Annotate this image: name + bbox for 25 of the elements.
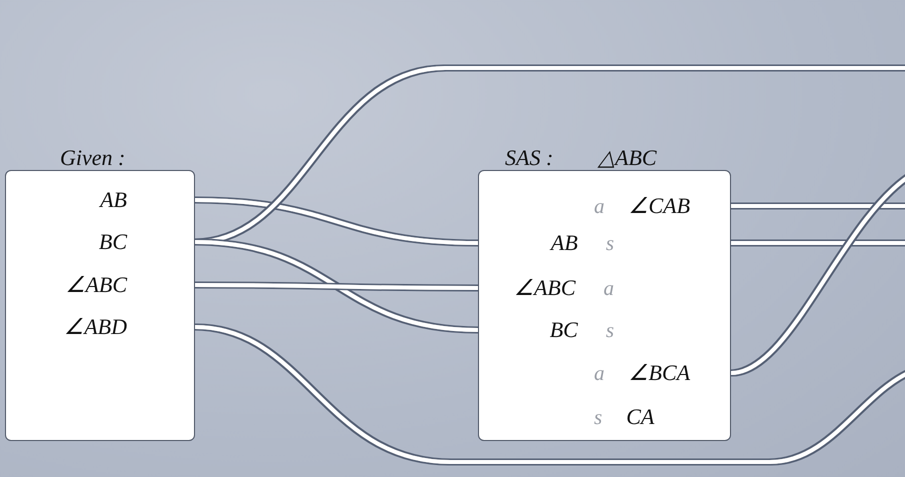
property-letter: a — [604, 275, 614, 301]
connector-line — [195, 283, 478, 290]
connector-line — [731, 204, 905, 208]
connector-line — [731, 241, 905, 245]
property-letter: a — [594, 360, 604, 386]
term-text: BC — [98, 229, 127, 255]
property-letter: s — [606, 317, 614, 343]
connector-line — [194, 240, 478, 332]
term-text: CA — [626, 404, 654, 430]
term-text: AB — [550, 230, 578, 256]
panel-heading: △ABC — [598, 146, 657, 170]
term-text: AB — [100, 187, 127, 213]
panel-heading: SAS : — [505, 146, 554, 170]
term-text: ∠ABD — [64, 314, 127, 340]
connector-line — [194, 198, 478, 245]
panel-heading: Given : — [60, 146, 126, 170]
term-text: ∠CAB — [628, 193, 690, 219]
term-text: ∠ABC — [65, 272, 127, 298]
property-letter: s — [594, 404, 602, 430]
term-text: BC — [550, 317, 578, 343]
term-text: ∠ABC — [514, 275, 576, 301]
property-letter: a — [594, 193, 604, 219]
term-text: ∠BCA — [628, 360, 690, 386]
connector-line — [194, 325, 905, 464]
property-letter: s — [606, 230, 614, 256]
